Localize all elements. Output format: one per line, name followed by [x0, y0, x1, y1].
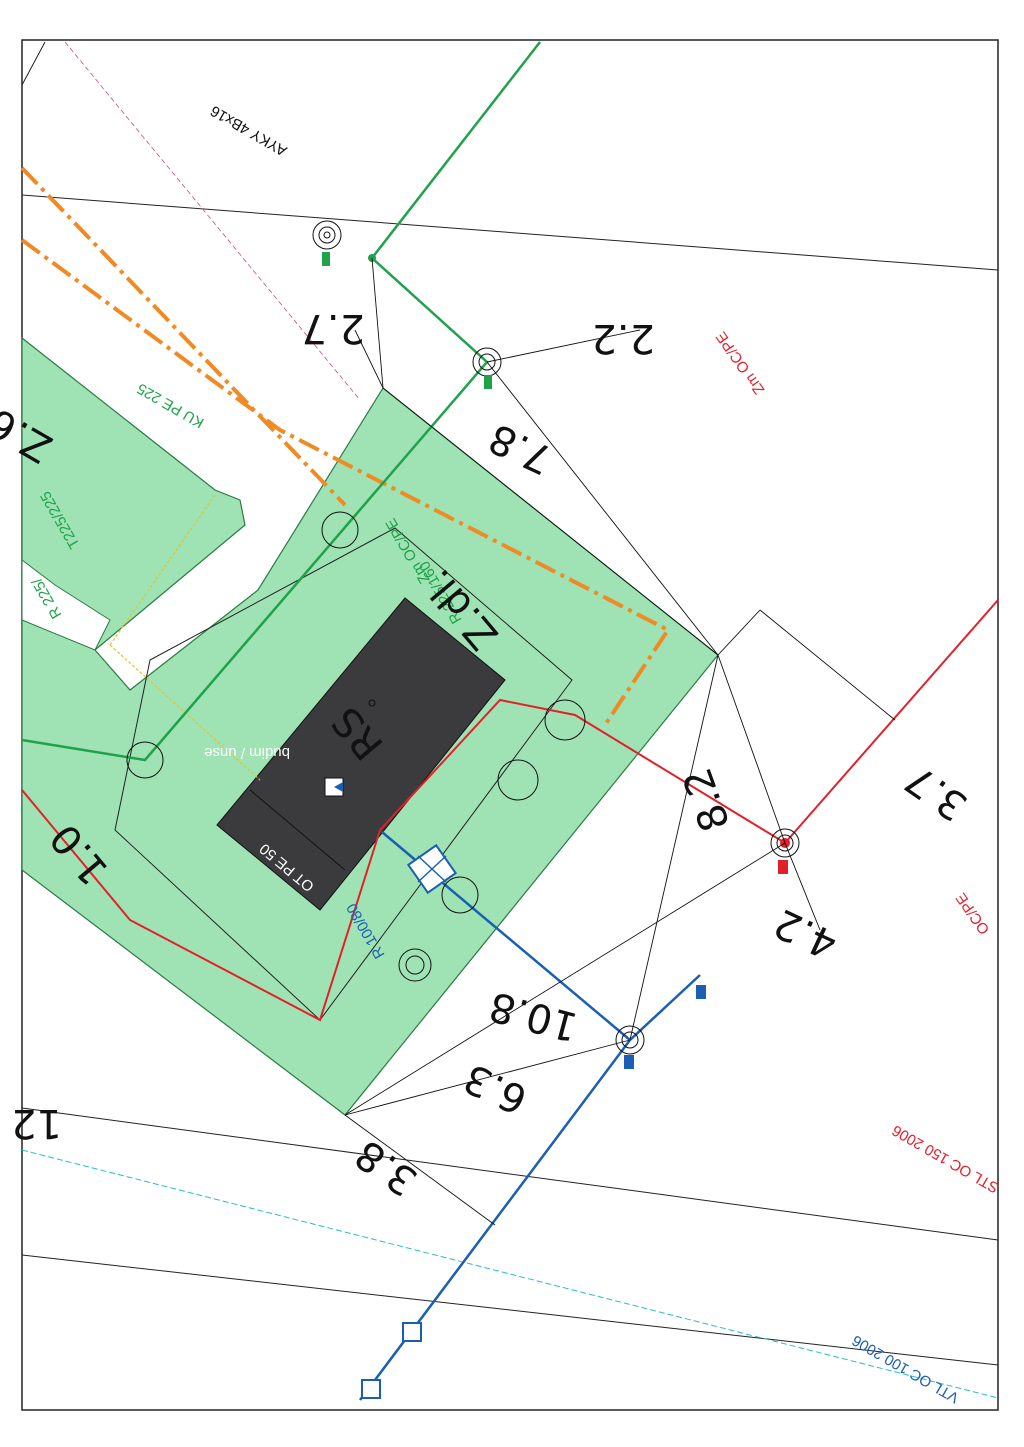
- dim-2-7: 2.7: [301, 305, 365, 351]
- gas-zm-right-label: OC/PE: [953, 889, 994, 937]
- vtl-cable-line: [21, 1149, 999, 1399]
- dimension-lines: [344, 257, 896, 1226]
- manhole-symbols: [126, 220, 800, 1055]
- dim-10-8: 10.8: [485, 982, 583, 1049]
- sewer-valve-x2: [417, 855, 447, 883]
- dim-6-3: 6.3: [457, 1054, 534, 1123]
- sewer-fitting-2: [361, 1379, 381, 1399]
- orange-boundary: [20, 166, 671, 727]
- plot-notch: [21, 558, 111, 651]
- building-note-label: budim / unse: [204, 744, 290, 761]
- building-outline: [114, 527, 573, 1021]
- dim-8-2: 8.2: [674, 762, 739, 838]
- water-main-label: KU PE 225: [134, 379, 207, 431]
- sewer-fitting-1: [402, 1322, 422, 1342]
- building-footprint: [216, 597, 506, 911]
- edge-number: 12: [11, 1100, 62, 1146]
- dim-3-7: 3.7: [897, 755, 976, 829]
- building-divider: [249, 789, 346, 871]
- parcel-lines: [21, 41, 999, 1366]
- vtl-label: VTL OC 100 2006: [849, 1331, 962, 1406]
- cable-label: AYKY 4Bx16: [208, 102, 290, 159]
- dim-4-2: 4.2: [767, 899, 844, 968]
- dim-3-8: 3.8: [347, 1130, 426, 1204]
- gas-stl-label: STL OC 150 2006: [889, 1121, 1002, 1196]
- dim-7-8: 7.8: [482, 414, 559, 483]
- gas-zm-top-label: Zm OC/PE: [713, 328, 769, 397]
- gas-lines: [21, 599, 999, 1022]
- dim-2-2: 2.2: [591, 315, 655, 361]
- station-markers: [322, 252, 788, 1069]
- pink-dashed-line: [64, 41, 361, 401]
